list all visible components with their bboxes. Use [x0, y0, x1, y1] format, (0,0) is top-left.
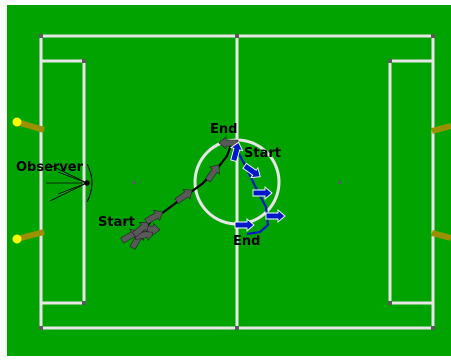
right-penalty-mark — [338, 181, 341, 184]
observer-label: Observer — [16, 160, 84, 175]
goal-post-tip — [13, 235, 22, 244]
blue-start-label: Start — [244, 146, 281, 161]
left-penalty-mark — [133, 181, 136, 184]
blue-end-label: End — [233, 234, 260, 249]
black-start-label: Start — [98, 215, 135, 230]
black-end-label: End — [210, 122, 237, 137]
goal-post-tip — [13, 118, 22, 127]
